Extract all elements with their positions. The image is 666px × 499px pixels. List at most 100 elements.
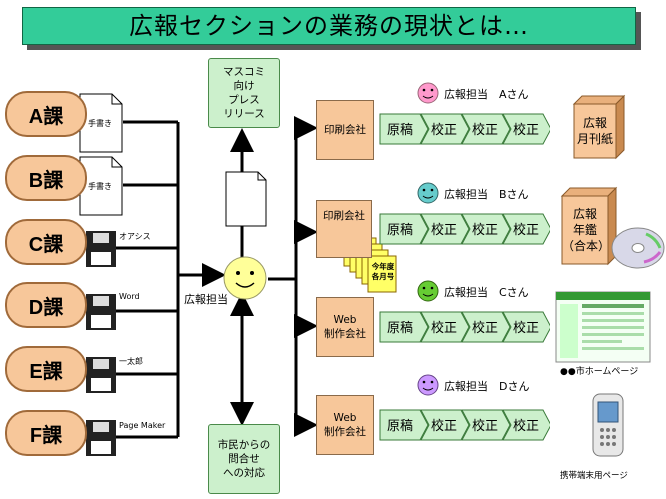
monthly-line1: 広報 xyxy=(582,116,607,130)
workflow-step-arrow xyxy=(420,409,470,441)
workflow-step-label: 原稿 xyxy=(387,320,413,336)
workflow-step-label: 校正 xyxy=(513,320,539,336)
press-release-box: マスコミ 向け プレス リリース xyxy=(208,58,280,128)
vendor-connectors xyxy=(268,116,318,437)
press-release-line3: プレス xyxy=(228,94,260,106)
workflow-step-label: 校正 xyxy=(513,418,539,434)
press-release-line2: 向け xyxy=(233,80,255,92)
workflow-step-arrow xyxy=(420,311,470,343)
workflow-step-arrow xyxy=(461,113,511,145)
workflow-step-arrow xyxy=(461,409,511,441)
monthly-paper-icon xyxy=(572,94,626,160)
vendor-line2: 制作会社 xyxy=(324,426,366,438)
yearbook-line3: （合本） xyxy=(562,239,611,253)
vendor-box: 印刷会社 xyxy=(316,100,374,160)
homepage-label: ●●市ホームページ xyxy=(560,367,639,377)
workflow-step-label: 校正 xyxy=(431,320,457,336)
dept-d-tool: Word xyxy=(119,292,140,301)
kouhou-center-label: 広報担当 xyxy=(184,293,228,306)
citizen-inquiry-box: 市民からの 問合せ への対応 xyxy=(208,424,280,494)
yearbook-line1: 広報 xyxy=(572,207,597,221)
vendor-line1: 印刷会社 xyxy=(323,210,365,222)
workflow-step-label: 校正 xyxy=(431,222,457,238)
citizen-inquiry-line2: 問合せ xyxy=(228,453,260,465)
workflow-step-arrow xyxy=(502,311,550,343)
workflow-step-label: 校正 xyxy=(513,222,539,238)
floppy-disk-icon xyxy=(86,231,116,267)
staff-smiley-icon xyxy=(417,280,439,302)
monthly-paper-label: 広報 月刊紙 xyxy=(574,104,616,158)
workflow-step-arrow xyxy=(502,213,550,245)
booklet-line2: 各月号 xyxy=(371,272,395,281)
booklet-label: 今年度 各月号 xyxy=(369,262,397,282)
page-title: 広報セクションの業務の現状とは… xyxy=(22,7,636,45)
workflow-step-label: 原稿 xyxy=(387,418,413,434)
staff-smiley-icon xyxy=(417,182,439,204)
dept-connectors xyxy=(115,120,226,439)
staff-label-b: 広報担当 Bさん xyxy=(444,188,529,201)
vendor-box: Web 制作会社 xyxy=(316,297,374,357)
citizen-inquiry-line1: 市民からの xyxy=(217,439,271,451)
workflow-step-label: 校正 xyxy=(431,418,457,434)
dept-c-tool: オアシス xyxy=(119,232,151,241)
workflow-step-arrow xyxy=(420,213,470,245)
workflow-step-arrow xyxy=(502,409,550,441)
smiley-face-icon xyxy=(223,256,267,300)
workflow-step-arrow xyxy=(461,311,511,343)
dept-a-tool: 手書き xyxy=(88,119,112,128)
vendor-box: 印刷会社 xyxy=(316,200,372,258)
vendor-line1: 印刷会社 xyxy=(324,124,366,136)
dept-e-label: E課 xyxy=(5,346,87,392)
citizen-inquiry-line3: への対応 xyxy=(223,467,265,479)
cd-disc-icon xyxy=(611,227,665,269)
dept-c-label: C課 xyxy=(5,219,87,265)
dept-b-label: B課 xyxy=(5,155,87,201)
mobile-phone-icon xyxy=(592,393,624,457)
workflow-step-arrow xyxy=(379,409,429,441)
yearbook-icon xyxy=(560,186,618,266)
yearbook-label: 広報 年鑑 （合本） xyxy=(562,196,611,264)
handwritten-doc-icon xyxy=(79,156,123,216)
workflow-step-arrow xyxy=(461,213,511,245)
workflow-step-arrow xyxy=(379,311,429,343)
dept-f-label: F課 xyxy=(5,410,87,456)
staff-label-c: 広報担当 Cさん xyxy=(444,286,529,299)
workflow-rows: 原稿校正校正校正原稿校正校正校正原稿校正校正校正原稿校正校正校正 xyxy=(379,113,550,441)
press-release-line1: マスコミ xyxy=(223,66,265,78)
press-release-line4: リリース xyxy=(223,108,265,120)
staff-smiley-icon xyxy=(417,374,439,396)
staff-label-d: 広報担当 Dさん xyxy=(444,380,530,393)
staff-label-a: 広報担当 Aさん xyxy=(444,88,529,101)
dept-f-tool: Page Maker xyxy=(119,421,166,430)
workflow-step-label: 校正 xyxy=(472,222,498,238)
workflow-step-label: 原稿 xyxy=(387,222,413,238)
workflow-step-label: 校正 xyxy=(472,122,498,138)
workflow-step-label: 校正 xyxy=(431,122,457,138)
vendor-box: Web 制作会社 xyxy=(316,395,374,455)
floppy-disk-icon xyxy=(86,420,116,456)
workflow-step-arrow xyxy=(420,113,470,145)
handwritten-doc-icon xyxy=(79,93,123,153)
workflow-step-label: 校正 xyxy=(472,418,498,434)
workflow-step-arrow xyxy=(502,113,550,145)
workflow-step-label: 校正 xyxy=(472,320,498,336)
mobile-label: 携帯端末用ページ xyxy=(560,471,628,481)
yearbook-line2: 年鑑 xyxy=(572,223,597,237)
dept-e-tool: 一太郎 xyxy=(119,357,143,366)
dept-a-label: A課 xyxy=(5,91,87,137)
press-document-icon xyxy=(225,171,267,227)
dept-b-tool: 手書き xyxy=(88,182,112,191)
workflow-step-label: 校正 xyxy=(513,122,539,138)
booklet-line1: 今年度 xyxy=(371,262,395,271)
workflow-step-arrow xyxy=(379,213,429,245)
vendor-line1: Web xyxy=(333,412,357,424)
workflow-step-arrow xyxy=(379,113,429,145)
floppy-disk-icon xyxy=(86,294,116,330)
homepage-thumbnail-icon xyxy=(555,291,651,363)
vendor-line2: 制作会社 xyxy=(324,328,366,340)
workflow-step-label: 原稿 xyxy=(387,122,413,138)
vendor-line1: Web xyxy=(333,314,357,326)
staff-smiley-icon xyxy=(417,82,439,104)
monthly-line2: 月刊紙 xyxy=(576,132,613,146)
